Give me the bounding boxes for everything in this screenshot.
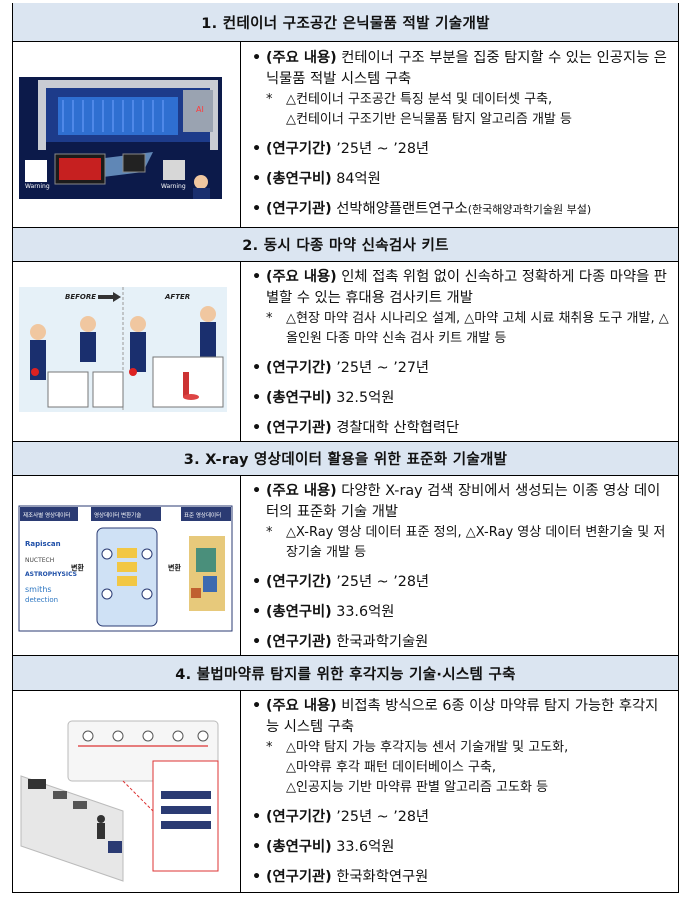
section-1-text: (주요 내용) 컨테이너 구조 부분을 집중 탐지할 수 있는 인공지능 은닉물… <box>242 48 678 220</box>
org-label: (연구기관) <box>266 201 332 217</box>
note-text: △인공지능 기반 마약류 판별 알고리즘 고도화 등 <box>286 780 549 795</box>
period-value: ’25년 ~ ’28년 <box>336 141 430 157</box>
budget-value: 84억원 <box>336 171 381 187</box>
org-note: (한국해양과학기술원 부설) <box>467 203 592 216</box>
org-item: (연구기관) 한국화학연구원 <box>252 867 670 888</box>
section-3-text: (주요 내용) 다양한 X-ray 검색 장비에서 생성되는 이종 영상 데이터… <box>242 481 678 653</box>
section-2-image: BEFORE AFTER <box>13 262 241 442</box>
section-3-title: 3. X-ray 영상데이터 활용을 위한 표준화 기술개발 <box>13 441 678 476</box>
project-table: 1. 컨테이너 구조공간 은닉물품 적발 기술개발 AI War <box>12 3 679 893</box>
content-label: (주요 내용) <box>266 483 337 499</box>
content-text: 다양한 X-ray 검색 장비에서 생성되는 이종 영상 데이터의 표준화 기술… <box>266 483 661 520</box>
vendor-detection: detection <box>25 596 58 604</box>
note-marker: * <box>266 92 273 107</box>
content-label: (주요 내용) <box>266 698 337 714</box>
convert-label-2: 변환 <box>168 563 181 572</box>
content-item: (주요 내용) 비접촉 방식으로 6종 이상 마약류 탐지 가능한 후각지능 시… <box>252 696 670 738</box>
period-value: ’25년 ~ ’28년 <box>336 809 430 825</box>
section-1-title: 1. 컨테이너 구조공간 은닉물품 적발 기술개발 <box>13 3 678 42</box>
content-item: (주요 내용) 컨테이너 구조 부분을 집중 탐지할 수 있는 인공지능 은닉물… <box>252 48 670 90</box>
period-value: ’25년 ~ ’27년 <box>336 360 430 376</box>
note-text: △컨테이너 구조공간 특징 분석 및 데이터셋 구축, <box>286 92 553 107</box>
org-label: (연구기관) <box>266 420 332 436</box>
section-4-image <box>13 691 241 892</box>
period-label: (연구기간) <box>266 809 332 825</box>
note-text: △컨테이너 구조기반 은닉물품 탐지 알고리즘 개발 등 <box>286 112 572 127</box>
note-marker: * <box>266 740 273 755</box>
content-item: (주요 내용) 다양한 X-ray 검색 장비에서 생성되는 이종 영상 데이터… <box>252 481 670 523</box>
period-item: (연구기간) ’25년 ~ ’28년 <box>252 807 670 828</box>
ai-label: AI <box>196 105 204 114</box>
content-label: (주요 내용) <box>266 269 337 285</box>
vendor-rapiscan: Rapiscan <box>25 540 61 548</box>
vendor-nuctech: NUCTECH <box>25 557 54 564</box>
period-item: (연구기간) ’25년 ~ ’27년 <box>252 358 670 379</box>
content-label: (주요 내용) <box>266 50 337 66</box>
note-item: * △X-Ray 영상 데이터 표준 정의, △X-Ray 영상 데이터 변환기술… <box>252 523 670 563</box>
org-item: (연구기관) 선박해양플랜트연구소(한국해양과학기술원 부설) <box>252 199 670 220</box>
budget-label: (총연구비) <box>266 390 332 406</box>
vendor-smiths: smiths <box>25 585 52 594</box>
period-label: (연구기간) <box>266 141 332 157</box>
budget-label: (총연구비) <box>266 604 332 620</box>
after-label: AFTER <box>164 293 190 301</box>
org-value: 경찰대학 산학협력단 <box>336 420 460 436</box>
content-text: 인체 접촉 위험 없이 신속하고 정확하게 다종 마약을 판별할 수 있는 휴대… <box>266 269 667 306</box>
note-item: * △마약 탐지 가능 후각지능 센서 기술개발 및 고도화, △마약류 후각 패턴… <box>252 738 670 798</box>
source-data-label: 제조사별 영상데이터 <box>23 511 70 519</box>
section-4-text: (주요 내용) 비접촉 방식으로 6종 이상 마약류 탐지 가능한 후각지능 시… <box>242 696 678 888</box>
note-marker: * <box>266 525 273 540</box>
section-3-image: 제조사별 영상데이터 Rapiscan NUCTECH ASTROPHYSICS… <box>13 476 241 656</box>
budget-item: (총연구비) 84억원 <box>252 169 670 190</box>
note-text: △마약류 후각 패턴 데이터베이스 구축, <box>286 760 497 775</box>
note-text: △마약 탐지 가능 후각지능 센서 기술개발 및 고도화, <box>286 740 569 755</box>
budget-item: (총연구비) 33.6억원 <box>252 602 670 623</box>
before-label: BEFORE <box>65 293 96 301</box>
convert-tech-label: 영상데이터 변환기술 <box>94 511 141 519</box>
budget-label: (총연구비) <box>266 839 332 855</box>
note-text: △X-Ray 영상 데이터 표준 정의, △X-Ray 영상 데이터 변환기술 … <box>286 525 666 560</box>
note-marker: * <box>266 311 273 326</box>
convert-label-1: 변환 <box>71 563 84 572</box>
org-label: (연구기관) <box>266 634 332 650</box>
budget-item: (총연구비) 33.6억원 <box>252 837 670 858</box>
org-value: 한국화학연구원 <box>336 869 429 885</box>
org-value: 한국과학기술원 <box>336 634 429 650</box>
period-label: (연구기간) <box>266 360 332 376</box>
note-item: * △컨테이너 구조공간 특징 분석 및 데이터셋 구축, △컨테이너 구조기반 은… <box>252 90 670 130</box>
org-item: (연구기관) 한국과학기술원 <box>252 632 670 653</box>
warning-label-2: Warning <box>161 183 186 190</box>
budget-value: 33.6억원 <box>336 604 395 620</box>
budget-label: (총연구비) <box>266 171 332 187</box>
note-item: * △현장 마약 검사 시나리오 설계, △마약 고체 시료 채취용 도구 개발,… <box>252 309 670 349</box>
warning-label-1: Warning <box>25 183 50 190</box>
period-label: (연구기간) <box>266 574 332 590</box>
org-item: (연구기관) 경찰대학 산학협력단 <box>252 418 670 439</box>
section-2-text: (주요 내용) 인체 접촉 위험 없이 신속하고 정확하게 다종 마약을 판별할… <box>242 267 678 439</box>
budget-item: (총연구비) 32.5억원 <box>252 388 670 409</box>
budget-value: 33.6억원 <box>336 839 395 855</box>
content-text: 컨테이너 구조 부분을 집중 탐지할 수 있는 인공지능 은닉물품 적발 시스템… <box>266 50 667 87</box>
content-item: (주요 내용) 인체 접촉 위험 없이 신속하고 정확하게 다종 마약을 판별할… <box>252 267 670 309</box>
vendor-astrophysics: ASTROPHYSICS <box>25 571 77 578</box>
org-label: (연구기관) <box>266 869 332 885</box>
period-item: (연구기간) ’25년 ~ ’28년 <box>252 572 670 593</box>
org-value: 선박해양플랜트연구소 <box>336 201 468 217</box>
budget-value: 32.5억원 <box>336 390 395 406</box>
note-text: △현장 마약 검사 시나리오 설계, △마약 고체 시료 채취용 도구 개발, … <box>286 311 669 346</box>
content-text: 비접촉 방식으로 6종 이상 마약류 탐지 가능한 후각지능 시스템 구축 <box>266 698 659 735</box>
period-value: ’25년 ~ ’28년 <box>336 574 430 590</box>
section-4-title: 4. 불법마약류 탐지를 위한 후각지능 기술·시스템 구축 <box>13 655 678 691</box>
standard-data-label: 표준 영상데이터 <box>184 511 221 519</box>
section-1-image: AI Warning Warning <box>13 42 241 228</box>
period-item: (연구기간) ’25년 ~ ’28년 <box>252 139 670 160</box>
section-2-title: 2. 동시 다종 마약 신속검사 키트 <box>13 227 678 262</box>
